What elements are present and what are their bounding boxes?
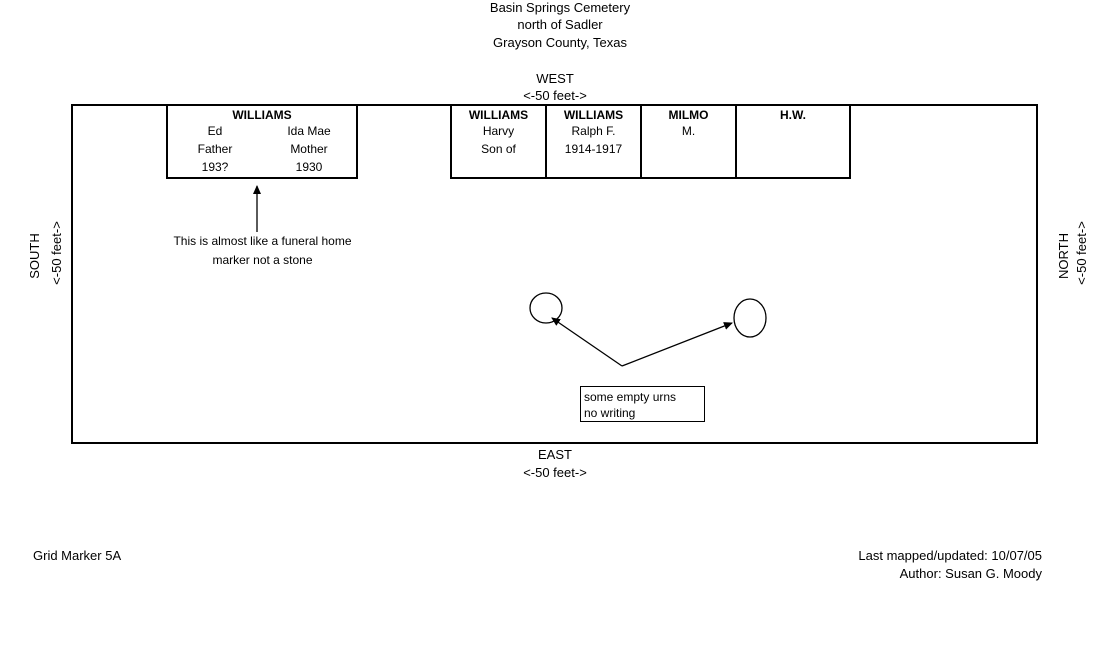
author-credit: Author: Susan G. Moody (899, 566, 1042, 581)
note-line: This is almost like a funeral home (173, 234, 352, 248)
marker-line: Ralph F. (571, 124, 616, 138)
last-mapped-date: Last mapped/updated: 10/07/05 (858, 548, 1042, 563)
marker-surname: MILMO (668, 108, 709, 122)
marker-relation: Father (197, 142, 233, 156)
east-distance: <-50 feet-> (523, 465, 587, 480)
urn-arrow-right (621, 322, 733, 367)
west-distance: <-50 feet-> (523, 88, 587, 103)
cemetery-location: north of Sadler (517, 17, 603, 32)
east-label: EAST (538, 447, 572, 462)
note-line: some empty urns (584, 390, 677, 404)
grave-marker-hw: H.W. (735, 104, 851, 179)
north-label: NORTH (1056, 233, 1071, 279)
empty-urns-note: some empty urns no writing (580, 386, 705, 422)
note-line: no writing (584, 406, 636, 420)
marker-name: Ida Mae (287, 124, 331, 138)
cemetery-county: Grayson County, Texas (493, 35, 627, 50)
marker-line: Harvy (482, 124, 515, 138)
marker-line: M. (681, 124, 696, 138)
north-distance: <-50 feet-> (1074, 221, 1089, 285)
marker-surname: H.W. (780, 108, 806, 122)
marker-relation: Mother (290, 142, 328, 156)
note-line: marker not a stone (212, 253, 313, 267)
west-label: WEST (536, 71, 574, 86)
south-label: SOUTH (27, 233, 42, 279)
urn-circle-left (529, 292, 563, 324)
urn-arrow-left (551, 317, 623, 367)
urn-circle-right (733, 298, 767, 338)
south-distance: <-50 feet-> (49, 221, 64, 285)
cemetery-name: Basin Springs Cemetery (489, 0, 631, 15)
marker-year: 1930 (295, 160, 323, 174)
marker-name: Ed (207, 124, 223, 138)
grid-marker-label: Grid Marker 5A (33, 548, 122, 563)
marker-surname: WILLIAMS (468, 108, 529, 122)
marker-line: 1914-1917 (564, 142, 623, 156)
marker-line: Son of (481, 142, 516, 156)
marker-surname: WILLIAMS (232, 108, 292, 122)
marker-year: 193? (201, 160, 229, 174)
marker-surname: WILLIAMS (563, 108, 624, 122)
funeral-marker-note: This is almost like a funeral home marke… (150, 232, 375, 270)
grave-marker-williams-ed-ida-mae: WILLIAMS Ed Father 193? Ida Mae Mother 1… (166, 104, 358, 179)
grave-marker-milmo: MILMO M. (640, 104, 737, 179)
